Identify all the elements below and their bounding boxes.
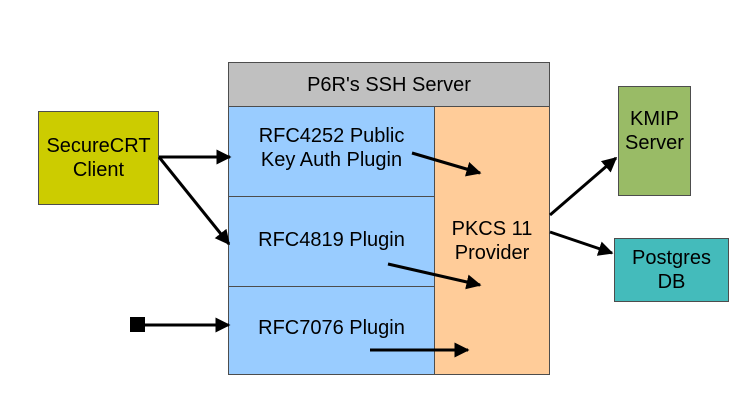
rfc7076-plugin-box: RFC7076 Plugin bbox=[228, 286, 435, 375]
arrow-pkcs11-to-kmip bbox=[549, 156, 618, 217]
rfc4819-plugin-box: RFC4819 Plugin bbox=[228, 196, 435, 287]
postgres-db-box: Postgres DB bbox=[614, 238, 729, 302]
pkcs11-provider-label: PKCS 11 Provider bbox=[451, 217, 533, 264]
rfc7076-plugin-label: RFC7076 Plugin bbox=[258, 316, 405, 339]
securecrt-client-label: SecureCRT Client bbox=[46, 135, 151, 181]
ssh-server-title: P6R's SSH Server bbox=[307, 73, 471, 96]
securecrt-client-box: SecureCRT Client bbox=[38, 111, 159, 205]
pkcs11-provider-box: PKCS 11 Provider bbox=[434, 106, 550, 375]
arrow-client-to-rfc4819 bbox=[157, 156, 231, 246]
arrow-pkcs11-to-postgres bbox=[549, 230, 614, 256]
postgres-db-label: Postgres DB bbox=[632, 247, 711, 293]
rfc4819-plugin-label: RFC4819 Plugin bbox=[258, 228, 405, 251]
kmip-server-box: KMIP Server bbox=[618, 86, 691, 196]
external-source-square bbox=[130, 317, 145, 332]
rfc4252-plugin-label: RFC4252 Public Key Auth Plugin bbox=[258, 124, 405, 171]
ssh-server-title-box: P6R's SSH Server bbox=[228, 62, 550, 107]
kmip-server-label: KMIP Server bbox=[625, 108, 684, 154]
rfc4252-plugin-box: RFC4252 Public Key Auth Plugin bbox=[228, 106, 435, 197]
